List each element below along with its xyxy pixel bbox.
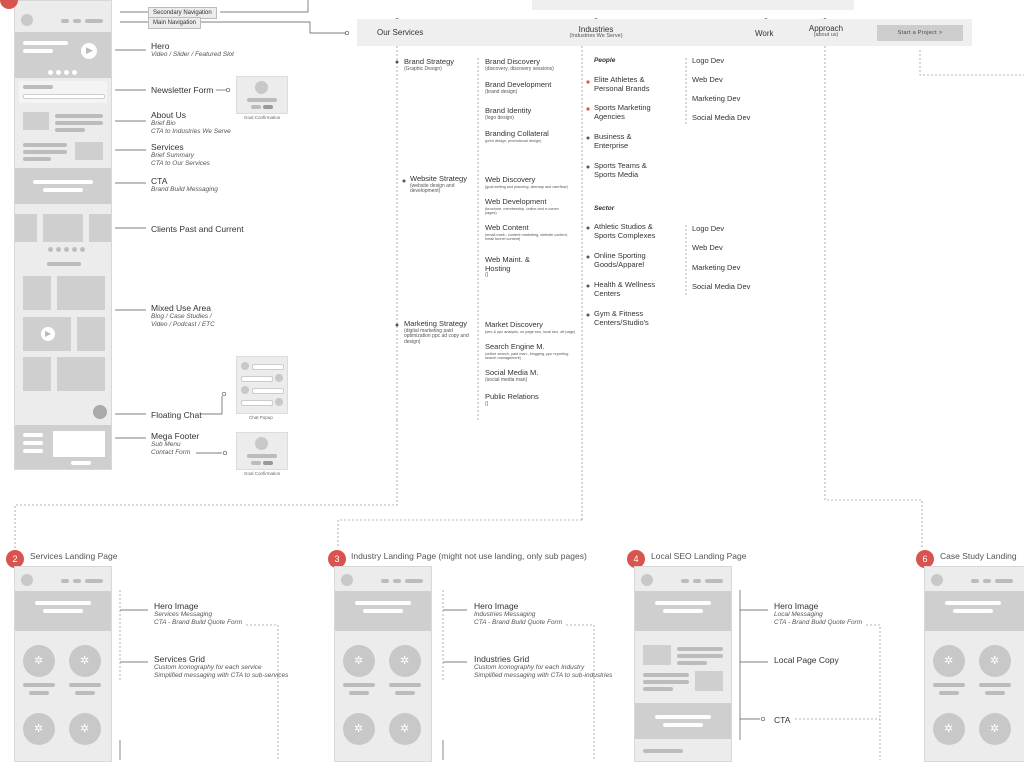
main-navigation-tag: Main Navigation bbox=[148, 17, 202, 29]
dev-social-2[interactable]: Social Media Dev bbox=[692, 282, 751, 291]
local-seo-landing-title: Local SEO Landing Page bbox=[651, 551, 747, 561]
top-strip bbox=[532, 0, 854, 10]
gear-icon: ✲ bbox=[80, 723, 90, 735]
dev-marketing-1[interactable]: Marketing Dev bbox=[692, 94, 741, 103]
label-hero: Hero Video / Slider / Featured Slot bbox=[151, 41, 234, 58]
start-project-button[interactable]: Start a Project > bbox=[877, 25, 963, 41]
subservice-brand-identity[interactable]: Brand Identity(logo design) bbox=[485, 106, 532, 121]
play-icon: ▶ bbox=[86, 45, 93, 55]
video-play-icon: ▶ bbox=[45, 329, 52, 338]
label-floating-chat: Floating Chat bbox=[151, 410, 202, 420]
gear-icon: ✲ bbox=[34, 723, 44, 735]
services-note-grid: Services Grid Custom Iconography for eac… bbox=[154, 654, 289, 680]
gear-icon: ✲ bbox=[990, 723, 1000, 735]
service-website-strategy[interactable]: Website Strategy(website design and deve… bbox=[410, 174, 467, 195]
gear-icon: ✲ bbox=[400, 655, 410, 667]
local-seo-note-cta: CTA bbox=[774, 715, 791, 725]
dev-web-2[interactable]: Web Dev bbox=[692, 243, 723, 252]
chat-avatar-icon bbox=[93, 405, 107, 419]
nav-our-services[interactable]: Our Services bbox=[377, 28, 424, 37]
industry-gym-fitness[interactable]: Gym & Fitness Centers/Studio's bbox=[594, 309, 649, 327]
badge-local-seo: 4 bbox=[627, 550, 645, 568]
nav-work[interactable]: Work bbox=[755, 29, 774, 38]
gear-icon: ✲ bbox=[944, 723, 954, 735]
subservice-brand-development[interactable]: Brand Development(brand design) bbox=[485, 80, 552, 95]
check-icon bbox=[255, 437, 268, 450]
industry-note-hero: Hero Image Industries Messaging CTA - Br… bbox=[474, 601, 563, 627]
gear-icon: ✲ bbox=[34, 655, 44, 667]
industry-online-sporting[interactable]: Online Sporting Goods/Apparel bbox=[594, 251, 646, 269]
gear-icon: ✲ bbox=[80, 655, 90, 667]
subservice-public-relations[interactable]: Public Relations() bbox=[485, 392, 539, 407]
main-navigation-bar bbox=[357, 19, 972, 46]
chat-popup-card bbox=[236, 356, 288, 414]
subservice-search-engine[interactable]: Search Engine M.(online search, paid man… bbox=[485, 342, 569, 360]
service-brand-strategy[interactable]: Brand Strategy(Graphic Design) bbox=[404, 57, 455, 72]
case-study-landing-title: Case Study Landing bbox=[940, 551, 1017, 561]
check-icon bbox=[255, 81, 268, 94]
logo-placeholder bbox=[21, 14, 33, 26]
industry-health-wellness[interactable]: Health & Wellness Centers bbox=[594, 280, 656, 298]
case-study-landing-wireframe: ✲ ✲ ✲ ✲ bbox=[924, 566, 1024, 762]
label-services: Services Brief Summary CTA to Our Servic… bbox=[151, 142, 210, 168]
gear-icon: ✲ bbox=[400, 723, 410, 735]
subservice-web-development[interactable]: Web Development(brochure, membership, on… bbox=[485, 197, 559, 215]
subservice-market-discovery[interactable]: Market Discovery(seo & ppc analysis, on … bbox=[485, 320, 576, 334]
gear-icon: ✲ bbox=[990, 655, 1000, 667]
homepage-wireframe: ▶ ▶ bbox=[14, 0, 112, 470]
goal-confirmation-card bbox=[236, 76, 288, 114]
label-clients: Clients Past and Current bbox=[151, 224, 244, 234]
dev-web-1[interactable]: Web Dev bbox=[692, 75, 723, 84]
hero-block: ▶ bbox=[15, 32, 111, 78]
industries-sector-heading: Sector bbox=[594, 205, 615, 212]
dev-marketing-2[interactable]: Marketing Dev bbox=[692, 263, 741, 272]
gear-icon: ✲ bbox=[354, 655, 364, 667]
industry-athletic-studios[interactable]: Athletic Studios & Sports Complexes bbox=[594, 222, 656, 240]
subservice-web-maint-hosting[interactable]: Web Maint. & Hosting() bbox=[485, 255, 530, 279]
label-about-us: About Us Brief Bio CTA to Industries We … bbox=[151, 110, 231, 136]
service-marketing-strategy[interactable]: Marketing Strategy(digital marketing pai… bbox=[404, 319, 469, 346]
dev-social-1[interactable]: Social Media Dev bbox=[692, 113, 751, 122]
subservice-branding-collateral[interactable]: Branding Collateral(print design, promot… bbox=[485, 129, 549, 143]
nav-approach[interactable]: Approach (about us) bbox=[808, 24, 844, 39]
industry-business-enterprise[interactable]: Business & Enterprise bbox=[594, 132, 632, 150]
chat-popup-label: Chat Popup bbox=[249, 415, 273, 420]
services-note-hero: Hero Image Services Messaging CTA - Bran… bbox=[154, 601, 243, 627]
subservice-brand-discovery[interactable]: Brand Discovery(discovery, discovery ses… bbox=[485, 57, 554, 72]
gear-icon: ✲ bbox=[944, 655, 954, 667]
dev-logo-1[interactable]: Logo Dev bbox=[692, 56, 725, 65]
industry-landing-wireframe: ✲ ✲ ✲ ✲ bbox=[334, 566, 432, 762]
nav-industries[interactable]: Industries (Industries We Serve) bbox=[569, 25, 623, 40]
label-cta: CTA Brand Build Messaging bbox=[151, 176, 218, 193]
subservice-web-content[interactable]: Web Content(email mark., content marketi… bbox=[485, 223, 568, 241]
label-mega-footer: Mega Footer Sub Menu Contact Form bbox=[151, 431, 200, 457]
badge-services: 2 bbox=[6, 550, 24, 568]
local-seo-note-hero: Hero Image Local Messaging CTA - Brand B… bbox=[774, 601, 863, 627]
industry-sports-marketing[interactable]: Sports Marketing Agencies bbox=[594, 103, 651, 121]
subservice-social-media[interactable]: Social Media M.(social media man) bbox=[485, 368, 539, 383]
industries-people-heading: People bbox=[594, 57, 616, 64]
badge-industry: 3 bbox=[328, 550, 346, 568]
goal-confirmation-label: Goal Confirmation bbox=[244, 115, 281, 120]
local-seo-landing-wireframe bbox=[634, 566, 732, 762]
goal-confirmation-card-footer bbox=[236, 432, 288, 470]
label-newsletter-form: Newsletter Form bbox=[151, 85, 214, 95]
local-seo-note-copy: Local Page Copy bbox=[774, 655, 839, 665]
services-landing-wireframe: ✲ ✲ ✲ ✲ bbox=[14, 566, 112, 762]
industry-sports-teams[interactable]: Sports Teams & Sports Media bbox=[594, 161, 647, 179]
industry-note-grid: Industries Grid Custom Iconography for e… bbox=[474, 654, 613, 680]
subservice-web-discovery[interactable]: Web Discovery(goal setting and planning,… bbox=[485, 175, 568, 189]
goal-confirmation-label-footer: Goal Confirmation bbox=[244, 471, 281, 476]
label-mixed-use: Mixed Use Area Blog / Case Studies / Vid… bbox=[151, 303, 215, 329]
industry-landing-title: Industry Landing Page (might not use lan… bbox=[351, 551, 587, 561]
badge-case-study: 6 bbox=[916, 550, 934, 568]
badge-home-partial bbox=[0, 0, 18, 9]
industry-elite-athletes[interactable]: Elite Athletes & Personal Brands bbox=[594, 75, 650, 93]
gear-icon: ✲ bbox=[354, 723, 364, 735]
services-landing-title: Services Landing Page bbox=[30, 551, 118, 561]
dev-logo-2[interactable]: Logo Dev bbox=[692, 224, 725, 233]
